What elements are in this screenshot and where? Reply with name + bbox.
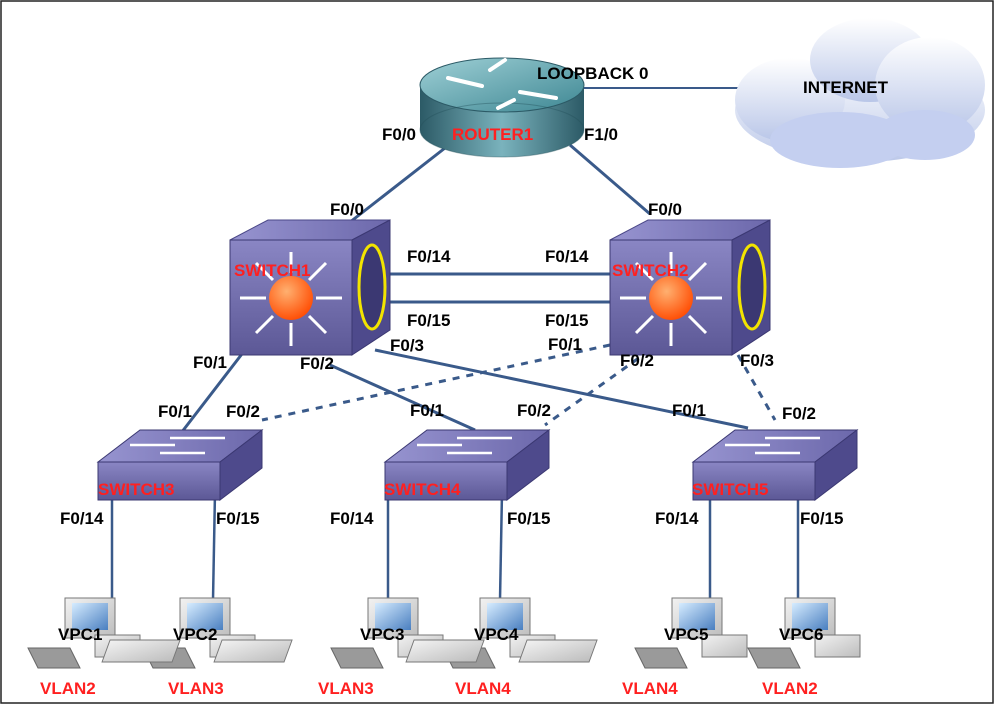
sw1-port-f00: F0/0 (330, 200, 364, 219)
sw5-port-f02: F0/2 (782, 404, 816, 423)
vpc4-vlan: VLAN4 (455, 679, 511, 698)
router1-icon (419, 57, 585, 158)
sw5-port-f014: F0/14 (655, 509, 699, 528)
loopback-label: LOOPBACK 0 (537, 64, 648, 83)
sw5-port-f015: F0/15 (800, 509, 843, 528)
link-router-switch1 (344, 146, 446, 228)
link-sw4-vpc4 (498, 491, 504, 601)
sw2-port-f015: F0/15 (545, 311, 588, 330)
switch2-icon (609, 219, 771, 356)
switch4-icon (383, 428, 551, 502)
vpc5-vlan: VLAN4 (622, 679, 678, 698)
vpc1-label: VPC1 (58, 625, 102, 644)
link-sw2-sw3-dashed (261, 343, 611, 422)
vpc4-label: VPC4 (474, 625, 519, 644)
vpc6-label: VPC6 (779, 625, 823, 644)
internet-cloud-icon (735, 18, 985, 168)
link-router-switch2 (569, 143, 651, 216)
standby-links (261, 343, 777, 427)
link-sw3-vpc2 (211, 491, 217, 601)
vpc2-label: VPC2 (173, 625, 217, 644)
sw4-port-f02: F0/2 (517, 401, 551, 420)
switch3-label: SWITCH3 (98, 480, 175, 499)
sw4-port-f014: F0/14 (330, 509, 374, 528)
computer-icon (405, 597, 748, 669)
vpc3-vlan: VLAN3 (318, 679, 374, 698)
sw3-port-f015: F0/15 (216, 509, 259, 528)
vpc1-vlan: VLAN2 (40, 679, 96, 698)
switch2-label: SWITCH2 (612, 261, 689, 280)
sw2-port-f00: F0/0 (648, 200, 682, 219)
router-port-f00: F0/0 (382, 125, 416, 144)
sw1-port-f03: F0/3 (390, 336, 424, 355)
vpc2-vlan: VLAN3 (168, 679, 224, 698)
sw1-port-f01: F0/1 (193, 353, 227, 372)
switch3-icon (96, 428, 264, 502)
computer-icon (518, 597, 861, 669)
computer-icon (101, 597, 444, 669)
vpc3-label: VPC3 (360, 625, 404, 644)
vpc5-label: VPC5 (664, 625, 708, 644)
sw1-port-f02: F0/2 (300, 354, 334, 373)
sw1-port-f015: F0/15 (407, 311, 450, 330)
switch1-label: SWITCH1 (234, 261, 311, 280)
link-sw1-sw5 (374, 348, 749, 430)
internet-label: INTERNET (803, 78, 889, 97)
sw4-port-f01: F0/1 (410, 401, 444, 420)
sw3-port-f02: F0/2 (226, 402, 260, 421)
switch1-icon (229, 219, 391, 356)
vpc6-vlan: VLAN2 (762, 679, 818, 698)
sw2-port-f014: F0/14 (545, 247, 589, 266)
link-sw1-sw4 (329, 363, 476, 432)
link-sw2-sw5-dashed (736, 354, 777, 421)
link-sw1-sw3 (176, 349, 247, 438)
switch5-label: SWITCH5 (692, 480, 769, 499)
links (110, 87, 800, 601)
pcs-group (27, 597, 861, 669)
sw5-port-f01: F0/1 (672, 401, 706, 420)
sw3-port-f01: F0/1 (158, 402, 192, 421)
router-port-f10: F1/0 (584, 125, 618, 144)
sw2-port-f01: F0/1 (548, 335, 582, 354)
sw1-port-f014: F0/14 (407, 247, 451, 266)
router1-label: ROUTER1 (452, 125, 533, 144)
sw2-port-f03: F0/3 (740, 351, 774, 370)
switch5-icon (691, 428, 859, 502)
sw4-port-f015: F0/15 (507, 509, 550, 528)
sw2-port-f02: F0/2 (620, 351, 654, 370)
switch4-label: SWITCH4 (384, 480, 461, 499)
sw3-port-f014: F0/14 (60, 509, 104, 528)
